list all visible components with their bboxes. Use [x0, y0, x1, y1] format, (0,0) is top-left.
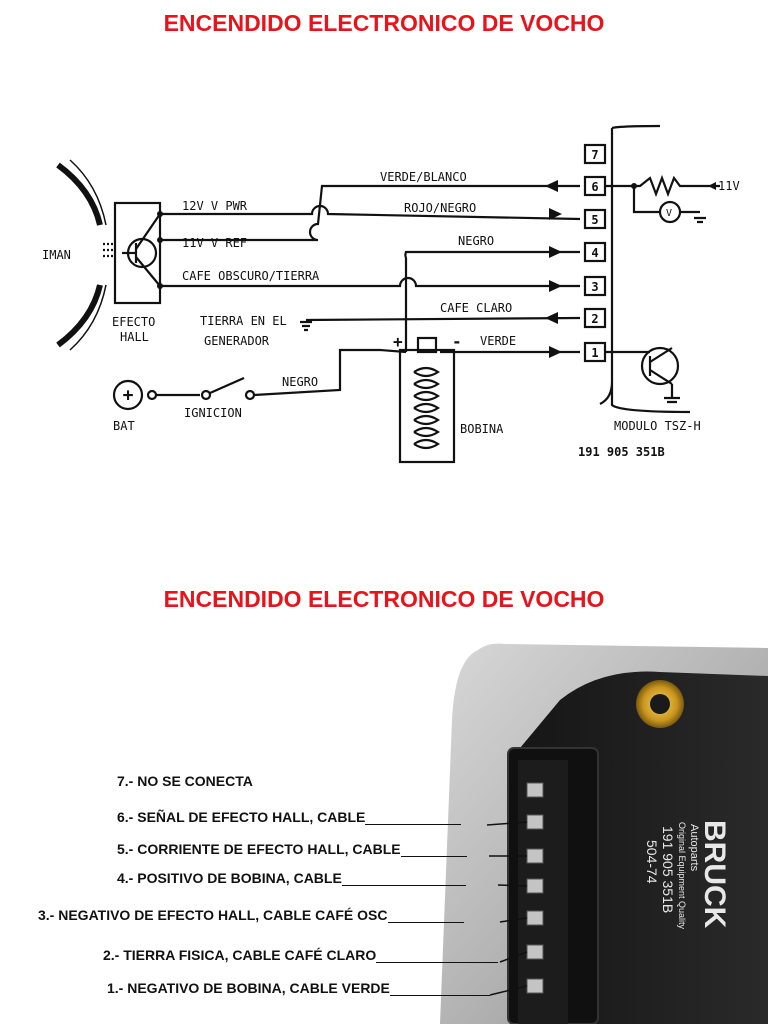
legend-pin2: 2.- TIERRA FISICA, CABLE CAFÉ CLARO — [103, 947, 499, 963]
pin-1-label: 1 — [591, 346, 598, 360]
ignicion-label: IGNICION — [184, 406, 242, 420]
connector-pin-4 — [526, 878, 544, 894]
tierra-label-1: TIERRA EN EL — [200, 314, 287, 328]
pin-7-box — [583, 143, 607, 165]
pin-6-box — [583, 175, 607, 197]
part-number-label: 191 905 351B — [578, 445, 665, 459]
11v-label: 11V — [718, 179, 740, 193]
hall-sensor-box — [113, 201, 162, 305]
legend-pin6: 6.- SEÑAL DE EFECTO HALL, CABLE — [117, 809, 462, 825]
rojo-negro-label: ROJO/NEGRO — [404, 201, 476, 215]
brass-bushing — [636, 680, 684, 728]
pin-7-label: 7 — [591, 148, 598, 162]
verde-label: VERDE — [480, 334, 516, 348]
legend-pin3: 3.- NEGATIVO DE EFECTO HALL, CABLE CAFÉ … — [38, 907, 464, 923]
arrow-pin6 — [545, 180, 558, 192]
pin-3-label: 3 — [591, 280, 598, 294]
bat-plus-symbol: + — [123, 385, 134, 406]
pin-6-label: 6 — [591, 180, 598, 194]
bat-label: BAT — [113, 419, 135, 433]
wiring-diagram: 7 6 5 4 3 2 1 IMAN EFECTO HALL 12V V PWR… — [42, 124, 740, 464]
arrow-pin4 — [549, 246, 562, 258]
ref-label: 11V V REF — [182, 236, 247, 250]
pin-5-label: 5 — [591, 213, 598, 227]
legend-pin5: 5.- CORRIENTE DE EFECTO HALL, CABLE — [117, 841, 467, 857]
pin-2-label: 2 — [591, 312, 598, 326]
negro-label: NEGRO — [458, 234, 494, 248]
magnet-arc-bottom — [56, 284, 103, 348]
arrow-pin2 — [545, 312, 558, 324]
brand-sub2: Original Equipment Quality — [677, 822, 687, 930]
negro-ign-label: NEGRO — [282, 375, 318, 389]
pin-4-box — [583, 241, 607, 263]
magnet-arc-top — [56, 162, 103, 226]
legend-pin4: 4.- POSITIVO DE BOBINA, CABLE — [117, 870, 466, 886]
connector-pin-6 — [526, 814, 544, 830]
module-number-2: 504-74 — [644, 840, 660, 884]
connector-pin-7 — [526, 782, 544, 798]
arrow-pin1 — [549, 346, 562, 358]
pin-2-box — [583, 307, 607, 329]
connector-pin-2 — [526, 944, 544, 960]
module-housing — [510, 671, 768, 1024]
modulo-label: MODULO TSZ-H — [614, 419, 701, 433]
volt-symbol: V — [666, 208, 672, 219]
brand-label: BRUCK — [698, 820, 731, 929]
legend-pin1: 1.- NEGATIVO DE BOBINA, CABLE VERDE — [107, 980, 490, 996]
iman-label: IMAN — [42, 248, 71, 262]
connector-block — [507, 747, 599, 1024]
hall-label: HALL — [120, 330, 149, 344]
verde-blanco-label: VERDE/BLANCO — [380, 170, 467, 184]
tierra-label-2: GENERADOR — [204, 334, 270, 348]
connector-pin-1 — [526, 978, 544, 994]
cafe-claro-label: CAFE CLARO — [440, 301, 512, 315]
connector-pin-3 — [526, 910, 544, 926]
cafe-obscuro-label: CAFE OBSCURO/TIERRA — [182, 269, 320, 283]
heatsink-plate — [440, 643, 768, 1024]
pin-4-label: 4 — [591, 246, 598, 260]
pin-3-box — [583, 275, 607, 297]
arrow-pin5 — [549, 208, 562, 220]
coil-box — [398, 348, 456, 464]
legend-pin7: 7.- NO SE CONECTA — [117, 773, 253, 789]
efecto-label: EFECTO — [112, 315, 155, 329]
coil-minus: - — [452, 332, 462, 351]
diagram-title: ENCENDIDO ELECTRONICO DE VOCHO — [163, 10, 605, 36]
arrow-pin3 — [549, 280, 562, 292]
pin-1-box — [583, 341, 607, 363]
photo-section-title: ENCENDIDO ELECTRONICO DE VOCHO — [163, 586, 605, 612]
module-outline — [599, 124, 691, 414]
module-number-1: 191 905 351B — [660, 826, 676, 913]
connector-pin-5 — [526, 848, 544, 864]
coil-plus: + — [393, 332, 403, 351]
pwr-label: 12V V PWR — [182, 199, 248, 213]
pin-5-box — [583, 208, 607, 230]
bobina-label: BOBINA — [460, 422, 504, 436]
brand-sub1: Autoparts — [688, 824, 700, 872]
